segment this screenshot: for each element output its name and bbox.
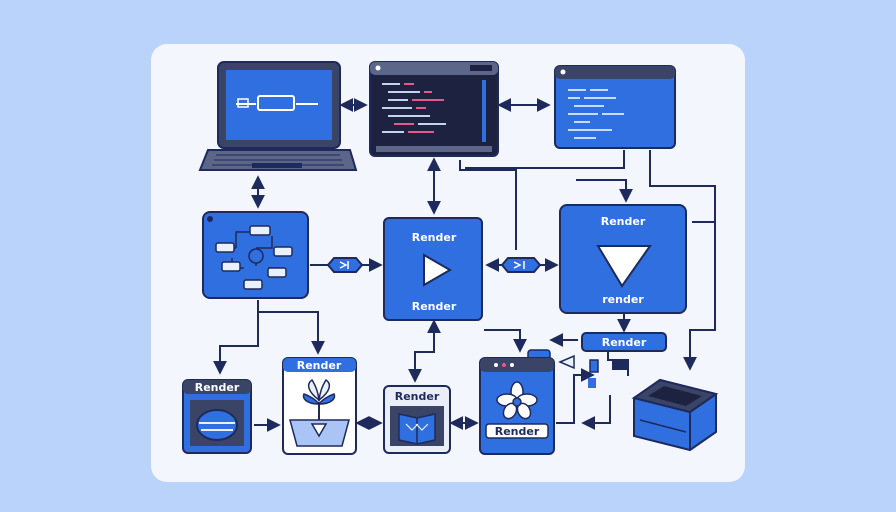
arrow-flower-right [556, 368, 595, 424]
storage-stack [631, 378, 719, 452]
disc-icon [196, 409, 238, 441]
player-title: Render [412, 231, 457, 244]
plant-icon [302, 378, 336, 420]
player-caption: Render [412, 300, 457, 313]
editor-window [554, 65, 676, 149]
laptop [198, 61, 358, 171]
skip-icon [513, 261, 525, 269]
book-window: Render [383, 385, 451, 454]
line-flowchart-small [213, 312, 259, 375]
big-render-box: Render render [559, 204, 687, 314]
render-bar: Render [581, 332, 667, 352]
book-window-title: Render [395, 390, 440, 403]
play-icon [423, 253, 453, 287]
plant-window: Render [282, 357, 357, 455]
code-window [369, 61, 499, 157]
flowchart-box [202, 211, 309, 299]
big-caption: render [602, 293, 644, 306]
big-title: Render [601, 215, 646, 228]
plant-window-title: Render [297, 359, 342, 372]
capsule-left [326, 257, 364, 273]
player-box: Render Render [383, 217, 483, 321]
arrow-right-flower [581, 395, 611, 430]
line-stack-flowchart [257, 300, 325, 355]
small-window-title: Render [195, 381, 240, 394]
capsule-right [500, 257, 542, 273]
arrow-right-rail-stack [683, 222, 716, 371]
line-code-right [459, 160, 517, 250]
arrow-player-book [408, 319, 441, 383]
triangle-icon [596, 245, 652, 288]
flower-window-title: Render [495, 425, 540, 438]
arrow-editor-big [465, 150, 626, 200]
bar-label: Render [602, 336, 647, 349]
flower-window: Render [479, 357, 555, 455]
small-render-window: Render [182, 379, 252, 454]
flower-icon [496, 381, 538, 420]
arrow-player-flower [484, 329, 527, 353]
skip-icon [339, 261, 349, 269]
line-editor-right [649, 150, 716, 223]
book-icon [398, 413, 436, 445]
